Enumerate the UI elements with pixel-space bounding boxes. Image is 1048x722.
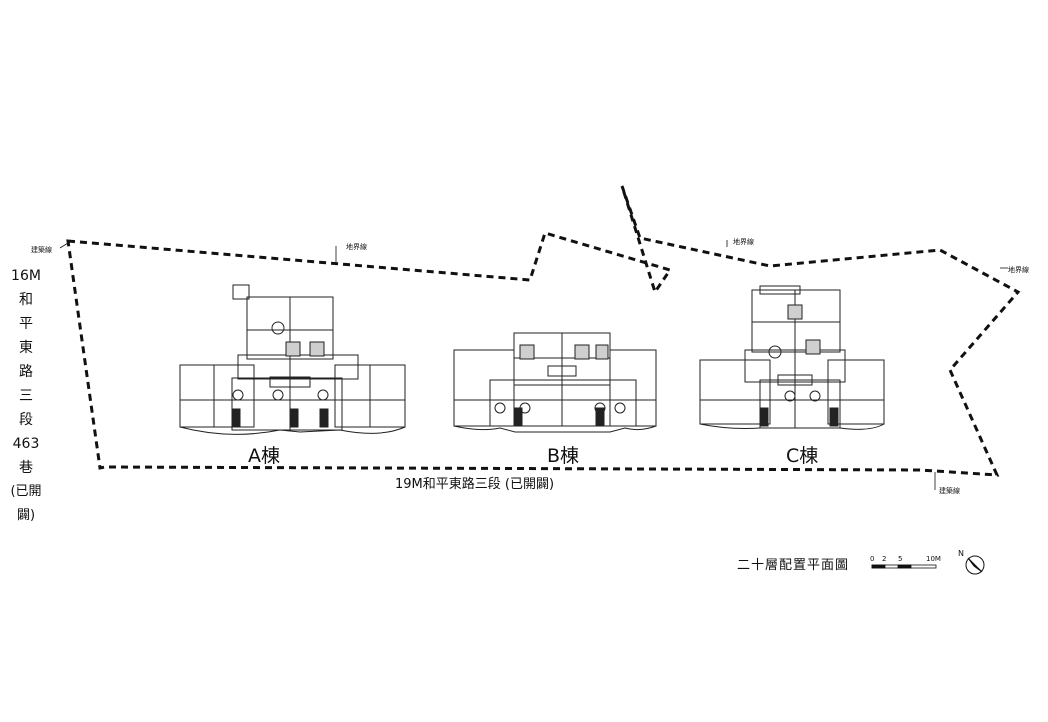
building-b-label: B棟	[547, 445, 580, 467]
scale-tick: 0	[870, 555, 875, 563]
building-a-floorplan	[179, 284, 406, 435]
road-left-label: 16M 和 平 東 路 三 段 463 巷 (已開闢)	[4, 264, 48, 528]
road-left-char: 三	[19, 388, 33, 404]
leader-building-line-left	[59, 242, 69, 249]
building-a-label: A棟	[248, 445, 280, 467]
scale-tick: 5	[898, 555, 903, 563]
road-left-char: 和	[19, 292, 33, 308]
road-left-char: (已開闢)	[10, 484, 42, 523]
scale-bar	[871, 564, 937, 569]
road-left-char: 路	[19, 364, 33, 380]
road-bottom-label: 19M和平東路三段 (已開闢)	[395, 477, 555, 492]
road-left-char: 巷	[19, 460, 33, 476]
lot-line-label-top: 地界線	[346, 243, 367, 251]
road-left-char: 平	[19, 316, 33, 332]
road-left-char: 東	[19, 340, 33, 356]
building-line-label-right: 建築線	[939, 487, 960, 495]
building-b-floorplan	[453, 332, 657, 433]
site-boundary	[66, 185, 1021, 477]
scale-tick: 10M	[926, 555, 941, 563]
north-arrow-icon	[965, 555, 985, 575]
building-c-floorplan	[699, 285, 885, 430]
building-line-label-left: 建築線	[31, 246, 52, 254]
road-left-width: 16M	[11, 268, 41, 284]
scale-tick: 2	[882, 555, 887, 563]
drawing-title: 二十層配置平面圖	[737, 558, 850, 573]
lot-line-label-right-top: 地界線	[733, 238, 754, 246]
lot-line-label-right: 地界線	[1008, 266, 1029, 274]
road-left-char: 段	[19, 412, 33, 428]
north-label: N	[958, 549, 964, 558]
building-c-label: C棟	[786, 445, 819, 467]
road-left-char: 463	[12, 436, 40, 452]
